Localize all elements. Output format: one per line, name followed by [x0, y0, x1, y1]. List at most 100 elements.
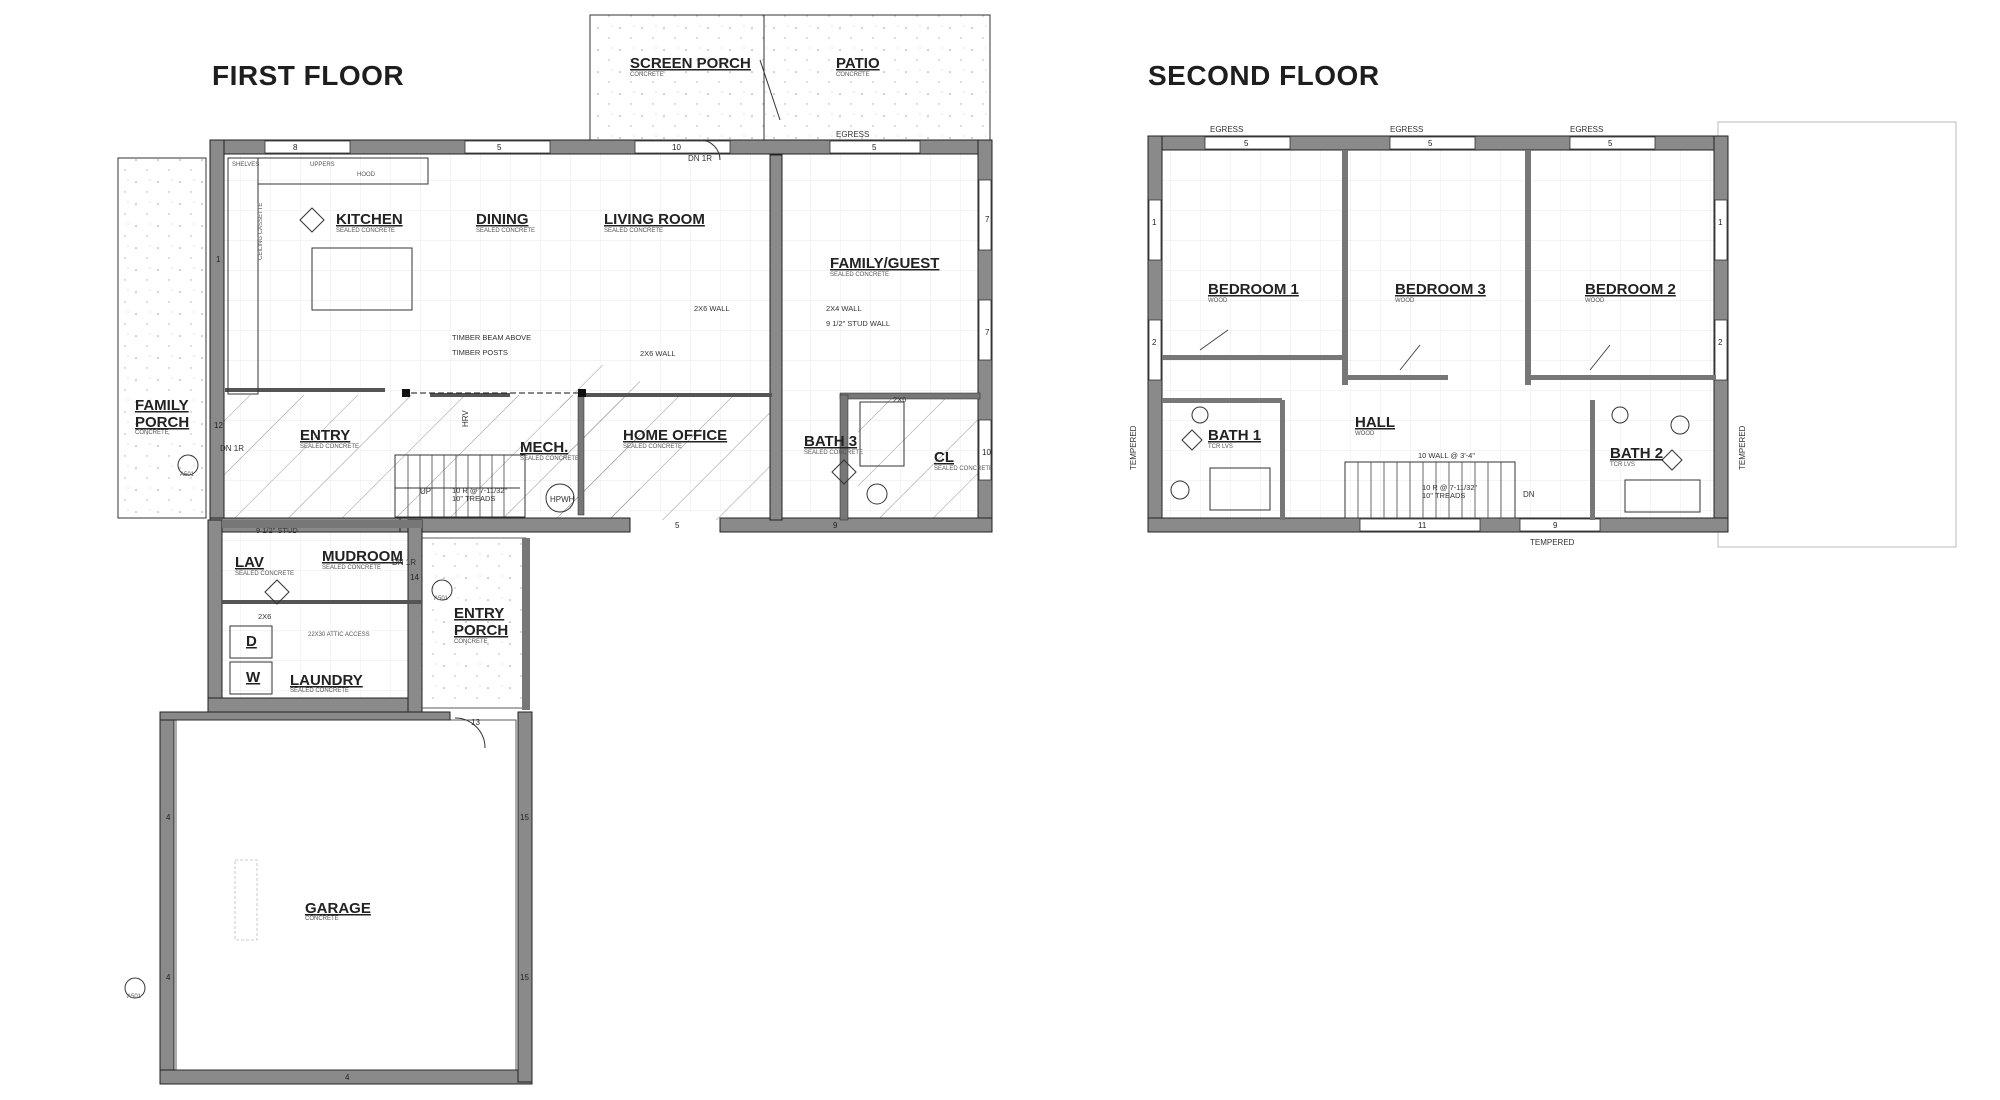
svg-text:D: D [246, 633, 257, 650]
svg-text:EGRESS: EGRESS [1390, 125, 1423, 134]
label-mudroom: MUDROOM [322, 548, 403, 565]
svg-text:UP: UP [420, 487, 431, 496]
svg-text:8: 8 [293, 143, 298, 152]
label-kitchen: KITCHEN [336, 211, 403, 228]
svg-text:1: 1 [1152, 218, 1157, 227]
svg-text:SEALED CONCRETE: SEALED CONCRETE [290, 688, 349, 694]
svg-text:5: 5 [497, 143, 502, 152]
svg-text:TIMBER POSTS: TIMBER POSTS [452, 348, 508, 357]
label-home-office: HOME OFFICE [623, 427, 727, 444]
svg-text:5: 5 [675, 521, 680, 530]
svg-text:WOOD: WOOD [1208, 298, 1228, 304]
svg-text:13: 13 [471, 718, 480, 727]
svg-text:DN 1R: DN 1R [688, 154, 712, 163]
svg-text:SEALED CONCRETE: SEALED CONCRETE [604, 228, 663, 234]
svg-text:SEALED CONCRETE: SEALED CONCRETE [520, 456, 579, 462]
svg-text:5: 5 [1608, 139, 1613, 148]
svg-text:2X6: 2X6 [893, 395, 906, 404]
garage-east-wall [517, 711, 533, 1083]
first-floor-stairs [394, 454, 526, 518]
svg-text:14: 14 [410, 573, 419, 582]
svg-text:SHELVES: SHELVES [232, 162, 259, 168]
svg-text:7: 7 [985, 215, 990, 224]
svg-text:CEILING CASSETTE: CEILING CASSETTE [258, 203, 264, 260]
svg-text:1: 1 [1718, 218, 1723, 227]
label-bath1: BATH 1 [1208, 427, 1261, 444]
svg-text:WOOD: WOOD [1355, 431, 1375, 437]
svg-text:4: 4 [345, 1073, 350, 1082]
label-patio: PATIO [836, 55, 880, 72]
svg-text:HOOD: HOOD [357, 172, 376, 178]
svg-text:5: 5 [1244, 139, 1249, 148]
garage-north-wall [159, 711, 451, 721]
label-bedroom2: BEDROOM 2 [1585, 281, 1676, 298]
svg-text:WOOD: WOOD [1395, 298, 1415, 304]
svg-text:10 R @ 7-11/32": 10 R @ 7-11/32" [452, 486, 508, 495]
svg-text:HRV: HRV [461, 410, 470, 427]
mudroom-grid [222, 528, 412, 698]
svg-text:10 R @ 7-11/32": 10 R @ 7-11/32" [1422, 483, 1478, 492]
svg-text:2X4 WALL: 2X4 WALL [826, 304, 862, 313]
svg-text:9: 9 [1553, 521, 1558, 530]
south-wall-mid [399, 517, 631, 533]
svg-text:1: 1 [216, 255, 221, 264]
svg-text:SEALED CONCRETE: SEALED CONCRETE [476, 228, 535, 234]
label-bath3: BATH 3 [804, 433, 857, 450]
svg-text:WOOD: WOOD [1585, 298, 1605, 304]
svg-text:A501: A501 [180, 472, 195, 478]
south-wall-east [719, 517, 993, 533]
svg-text:CONCRETE: CONCRETE [454, 639, 488, 645]
label-bedroom1: BEDROOM 1 [1208, 281, 1299, 298]
svg-text:10" TREADS: 10" TREADS [1422, 491, 1465, 500]
label-bath2: BATH 2 [1610, 445, 1663, 462]
svg-text:DN: DN [1523, 490, 1535, 499]
label-entry-porch-2: PORCH [454, 622, 508, 639]
svg-text:TIMBER BEAM ABOVE: TIMBER BEAM ABOVE [452, 333, 531, 342]
label-cl: CL [934, 449, 954, 466]
garage-floor [165, 718, 530, 1076]
label-family: FAMILY [135, 397, 189, 414]
svg-text:TEMPERED: TEMPERED [1738, 425, 1747, 470]
svg-text:EGRESS: EGRESS [1210, 125, 1243, 134]
svg-text:CONCRETE: CONCRETE [836, 72, 870, 78]
svg-text:UPPERS: UPPERS [310, 162, 335, 168]
svg-text:11: 11 [1418, 521, 1427, 530]
svg-text:A501: A501 [127, 994, 142, 1000]
first-floor-plan [117, 14, 993, 1085]
label-screen-porch: SCREEN PORCH [630, 55, 751, 72]
label-hall: HALL [1355, 414, 1395, 431]
svg-text:10" TREADS: 10" TREADS [452, 494, 495, 503]
svg-text:TEMPERED: TEMPERED [1129, 425, 1138, 470]
svg-text:22X30 ATTIC ACCESS: 22X30 ATTIC ACCESS [308, 632, 370, 638]
svg-text:SEALED CONCRETE: SEALED CONCRETE [322, 565, 381, 571]
svg-text:9: 9 [833, 521, 838, 530]
west-wall [209, 139, 225, 521]
svg-text:HPWH: HPWH [550, 495, 575, 504]
svg-text:10 WALL @ 3'-4": 10 WALL @ 3'-4" [1418, 451, 1475, 460]
svg-text:10: 10 [672, 143, 681, 152]
svg-text:2X6 WALL: 2X6 WALL [640, 349, 676, 358]
svg-text:12: 12 [214, 421, 223, 430]
label-living-room: LIVING ROOM [604, 211, 705, 228]
label-entry: ENTRY [300, 427, 350, 444]
svg-text:15: 15 [520, 813, 529, 822]
label-porch: PORCH [135, 414, 189, 431]
svg-text:15: 15 [520, 973, 529, 982]
svg-text:CONCRETE: CONCRETE [305, 916, 339, 922]
svg-text:9 1/2" STUD WALL: 9 1/2" STUD WALL [826, 319, 890, 328]
label-garage: GARAGE [305, 900, 371, 917]
label-laundry: LAUNDRY [290, 672, 363, 689]
second-floor-title: SECOND FLOOR [1148, 60, 1380, 91]
svg-text:2: 2 [1152, 338, 1157, 347]
svg-text:7: 7 [985, 328, 990, 337]
svg-text:CONCRETE: CONCRETE [135, 430, 169, 436]
label-entry-porch-1: ENTRY [454, 605, 504, 622]
svg-text:TCR LVS: TCR LVS [1208, 444, 1233, 450]
svg-text:A501: A501 [434, 596, 449, 602]
patio-area [763, 14, 991, 141]
svg-text:DN 1R: DN 1R [392, 558, 416, 567]
label-dining: DINING [476, 211, 529, 228]
family-guest-wall [769, 154, 783, 521]
garage-west-wall [159, 711, 175, 1083]
